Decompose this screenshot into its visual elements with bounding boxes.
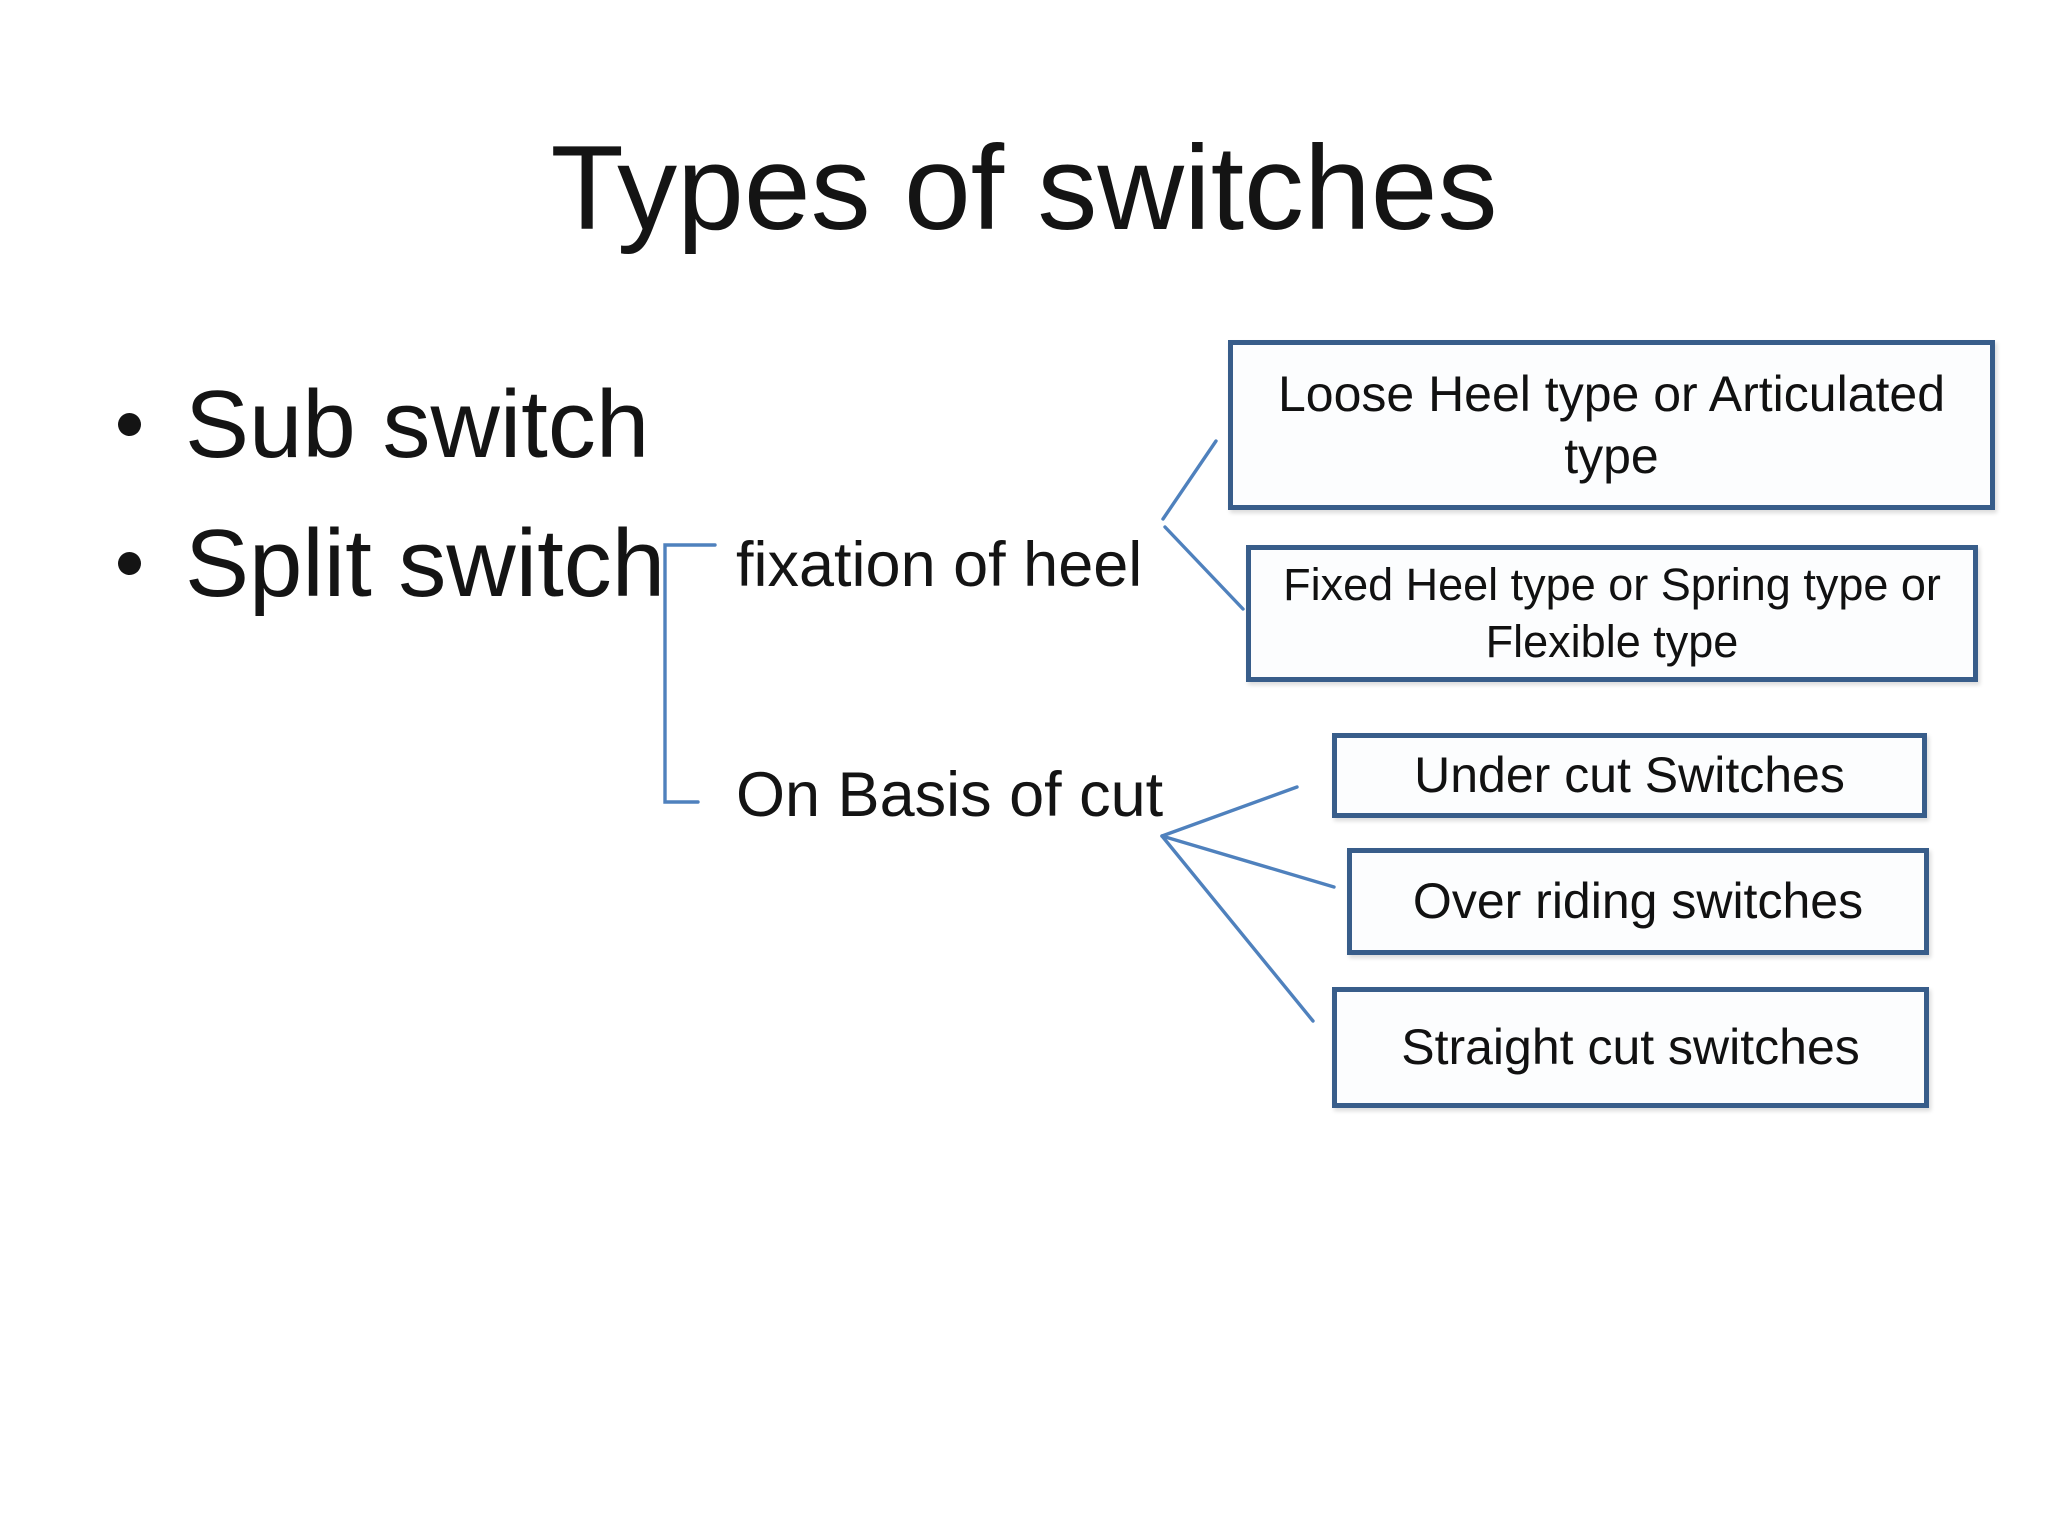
branch-label-fixation-of-heel: fixation of heel <box>736 530 1143 600</box>
cut-fan-line-upper <box>1160 785 1299 838</box>
cut-fan-line-lower <box>1160 834 1315 1023</box>
heel-fan-line-upper <box>1161 439 1218 521</box>
box-straight-cut-switches: Straight cut switches <box>1332 987 1929 1108</box>
bullet-dot <box>118 552 141 575</box>
box-fixed-heel-type: Fixed Heel type or Spring type or Flexib… <box>1246 545 1978 682</box>
heel-fan-line-lower <box>1163 525 1245 611</box>
slide-title: Types of switches <box>550 121 1498 255</box>
bullet-dot <box>118 413 141 436</box>
box-under-cut-switches: Under cut Switches <box>1332 733 1927 818</box>
box-over-riding-switches: Over riding switches <box>1347 848 1929 955</box>
branch-label-on-basis-of-cut: On Basis of cut <box>736 760 1164 830</box>
split-switch-bracket <box>663 543 717 804</box>
bullet-item-split-switch: Split switch <box>185 510 666 617</box>
box-loose-heel-type: Loose Heel type or Articulated type <box>1228 340 1995 510</box>
cut-fan-line-middle <box>1160 834 1336 889</box>
bullet-item-sub-switch: Sub switch <box>185 371 650 478</box>
